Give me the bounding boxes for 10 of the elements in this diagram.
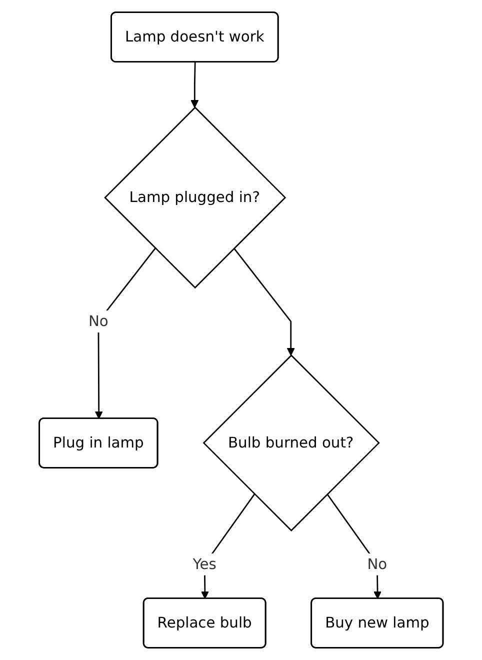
edge-label: No	[367, 555, 387, 573]
edge-label: Yes	[192, 555, 216, 573]
edge-label: No	[88, 312, 108, 330]
arrow	[326, 494, 382, 600]
node-diamond: Bulb burned out?	[202, 354, 380, 532]
arrow	[190, 62, 199, 108]
node-diamond: Lamp plugged in?	[104, 106, 286, 289]
arrow	[233, 248, 295, 356]
arrow	[94, 248, 156, 420]
arrow	[200, 494, 255, 600]
